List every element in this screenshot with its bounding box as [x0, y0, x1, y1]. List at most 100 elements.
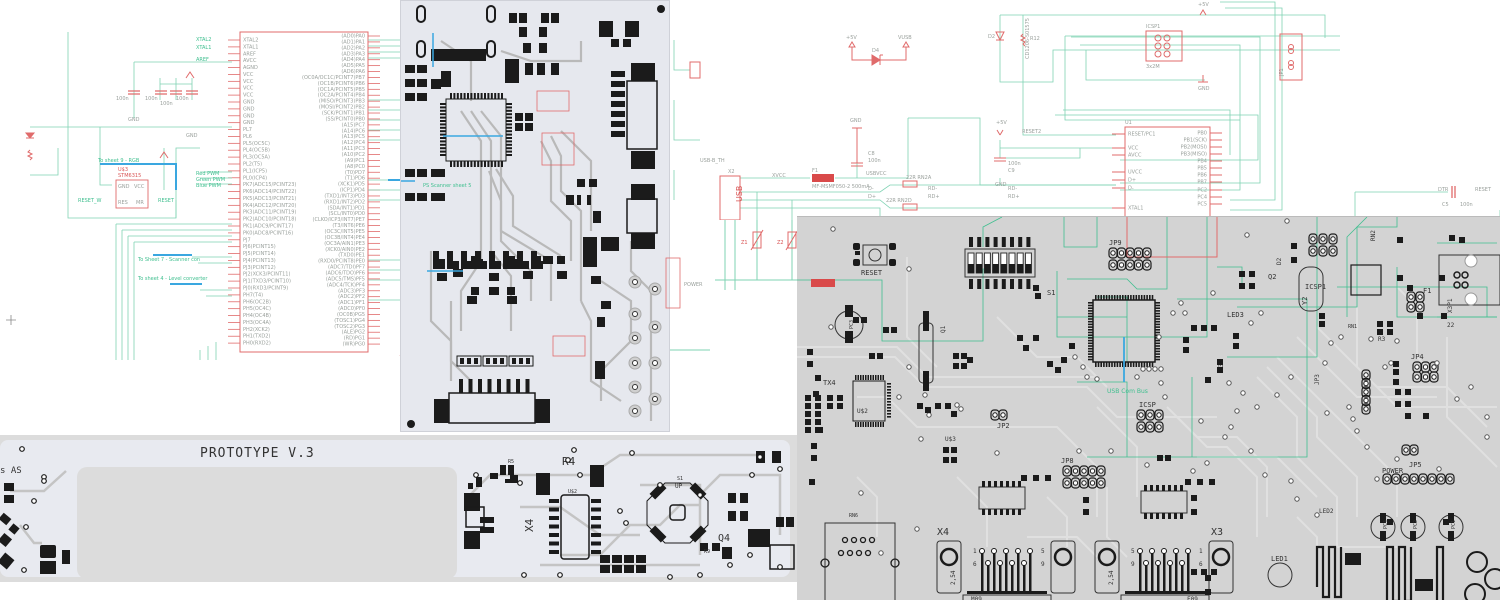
- cd-label: CD1206-S01575: [1025, 18, 1031, 59]
- net-label: XTAL1: [196, 45, 211, 51]
- smd-pad: [1045, 475, 1051, 481]
- via: [906, 364, 912, 370]
- vcc-arrow-icon: [185, 71, 195, 79]
- qfp-pin: [1100, 295, 1102, 300]
- smd-pad: [1191, 495, 1197, 501]
- smd-pad: [1441, 313, 1447, 319]
- smd-pad: [521, 261, 529, 269]
- r12-symbol-icon: [1019, 33, 1027, 47]
- dsub-pin: [1021, 560, 1027, 566]
- smd-pad: [1377, 321, 1383, 327]
- through-hole-drill: [652, 324, 658, 330]
- vusb-label: VUSB: [898, 35, 912, 41]
- smd-pad: [817, 427, 823, 433]
- smd-pad: [877, 353, 883, 359]
- icsp1-outline: [1318, 233, 1328, 245]
- pin-label: (AD5)PA5: [341, 63, 365, 69]
- jp9-header: [1108, 247, 1152, 271]
- right-schematic: +5V VUSB D4 D2 R12 CD1206-S01575 ICSP1 3…: [700, 1, 1500, 220]
- smd-pad: [951, 411, 957, 417]
- qfp-pin: [1151, 295, 1154, 300]
- icsp1-pin: [1320, 248, 1326, 254]
- usb-b-hole: [1461, 271, 1469, 279]
- s1-label: S1: [677, 476, 683, 482]
- dip-pin: [591, 541, 601, 546]
- qfp-pin: [456, 93, 459, 99]
- via: [565, 457, 571, 463]
- dsub-pin: [1179, 560, 1185, 566]
- overlay-header: [541, 132, 575, 166]
- smd-pad: [891, 327, 897, 333]
- qfp-pin: [456, 161, 459, 167]
- connector-tab: [631, 63, 655, 81]
- fiducial: [657, 5, 665, 13]
- cap-value: 100n: [176, 96, 189, 102]
- power-jack-hole: [1466, 551, 1488, 573]
- connector-tab: [434, 399, 449, 423]
- pin-label: PL5(OC5C): [243, 141, 270, 147]
- via: [1350, 416, 1356, 422]
- dip-switch-pin: [977, 237, 982, 247]
- via: [1228, 424, 1234, 430]
- dip-switch-pin: [1010, 279, 1014, 289]
- reset-switch-body[interactable]: [862, 244, 888, 266]
- qfp-pin: [1155, 307, 1160, 309]
- c5-value: 100n: [1460, 202, 1473, 208]
- dsub-bar: [1125, 591, 1205, 594]
- jp9-pin: [1127, 262, 1133, 268]
- overlay-power-header: [665, 257, 681, 309]
- qfp-pin: [1143, 295, 1146, 300]
- xvcc-label: XVCC: [772, 173, 786, 179]
- qfp-pin: [1088, 307, 1093, 309]
- reset-switch-button[interactable]: [868, 248, 882, 262]
- qfp-pin: [1095, 362, 1097, 367]
- ic-pin-label: VCC: [134, 184, 145, 190]
- power-pin: [1402, 476, 1408, 482]
- qfp-pin: [440, 109, 446, 112]
- ic-pin-label: RES: [118, 200, 128, 206]
- pin-label: (ADC4/TCK)PF4: [327, 282, 365, 288]
- qfp-pin: [494, 93, 497, 99]
- via: [667, 574, 673, 580]
- dip-switch-s1[interactable]: [964, 248, 1036, 278]
- pin-label: PC5: [1197, 202, 1207, 208]
- qfp-pin: [1111, 362, 1113, 367]
- qfp-pin: [1130, 295, 1132, 300]
- via: [1158, 380, 1164, 386]
- via: [878, 550, 884, 556]
- jp3-pin: [1363, 397, 1369, 404]
- header-pin: [1154, 42, 1162, 50]
- u2-pin: [887, 413, 891, 415]
- resistor-array-pad: [467, 358, 471, 364]
- dsub-pin-number: 9: [1131, 561, 1135, 568]
- dtr-label: DTR: [1438, 187, 1449, 193]
- qfp-pin: [1116, 295, 1119, 300]
- gnd-label: GND: [995, 182, 1007, 188]
- smd-pad: [1017, 335, 1023, 341]
- smd-pad: [431, 79, 441, 89]
- fiducial: [407, 420, 415, 428]
- pin-label: AGND: [243, 65, 258, 71]
- connector-housing: [626, 198, 658, 234]
- qfp-pin: [1149, 295, 1151, 300]
- qfp-pin: [1155, 329, 1160, 331]
- pin-label: PJ3(PCINT12): [243, 265, 276, 271]
- pin-label: (TXD1/INT3)PD3: [324, 193, 365, 199]
- smd-pad: [541, 13, 549, 23]
- reset-switch-pads: [853, 243, 896, 266]
- dip-switch-pin: [993, 237, 998, 247]
- pin-label: (ADC1)PF1: [338, 300, 365, 306]
- jp3-outline: [1361, 386, 1371, 398]
- qfp-pin: [453, 93, 456, 99]
- pin-label: PJ6(PCINT15): [243, 244, 276, 250]
- c8-symbol-icon: [851, 127, 863, 167]
- qfp-pin: [1155, 353, 1160, 355]
- via: [21, 567, 27, 573]
- usb-connector-pads: [431, 49, 486, 61]
- header-pin: [1154, 50, 1162, 58]
- soic-pin: [1162, 485, 1165, 491]
- pin-label: (TOSC1)PG4: [334, 318, 365, 324]
- qfp-pin: [1155, 331, 1160, 334]
- soic-pin: [988, 509, 991, 515]
- pc3-label: PC3: [849, 320, 855, 329]
